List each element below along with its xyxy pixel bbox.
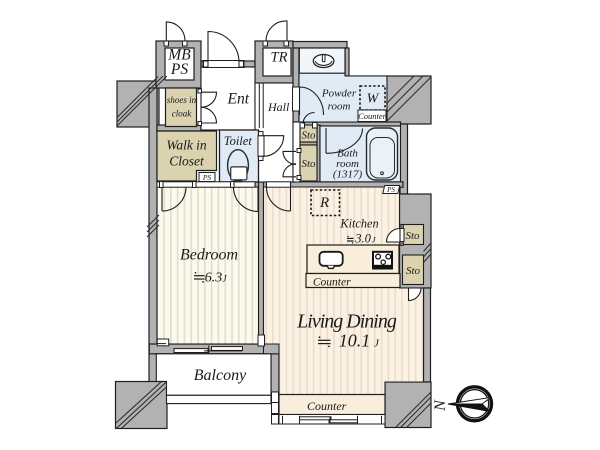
svg-text:PS: PS [386, 186, 395, 194]
svg-text:Ent: Ent [227, 91, 250, 108]
svg-text:Bedroom: Bedroom [180, 247, 238, 264]
svg-text:Kitchen: Kitchen [339, 217, 378, 231]
svg-text:(1317): (1317) [333, 169, 363, 181]
svg-text:Closet: Closet [169, 154, 205, 169]
svg-text:cloak: cloak [172, 109, 192, 119]
svg-text:PS: PS [170, 61, 188, 78]
svg-text:Bath: Bath [337, 148, 358, 160]
svg-text:Toilet: Toilet [224, 134, 253, 148]
svg-text:Balcony: Balcony [194, 367, 247, 384]
svg-text:Counter: Counter [307, 399, 347, 413]
svg-text:PS: PS [202, 173, 212, 182]
svg-text:Living Dining: Living Dining [296, 311, 397, 333]
svg-text:3.0: 3.0 [354, 231, 371, 245]
svg-text:Sto: Sto [301, 130, 316, 142]
svg-text:6.3: 6.3 [205, 271, 223, 286]
svg-text:J: J [372, 234, 377, 244]
svg-text:Walk in: Walk in [166, 138, 207, 153]
svg-text:Counter: Counter [313, 277, 351, 289]
svg-text:R: R [319, 195, 329, 211]
svg-text:shoes in: shoes in [167, 95, 197, 105]
svg-text:Sto: Sto [405, 230, 420, 242]
svg-text:Hall: Hall [267, 100, 290, 114]
svg-text:Sto: Sto [406, 265, 421, 277]
svg-text:J: J [374, 338, 380, 350]
svg-text:MB: MB [167, 47, 191, 64]
svg-text:room: room [328, 101, 351, 113]
svg-text:room: room [336, 158, 359, 170]
svg-text:W: W [367, 92, 380, 107]
svg-text:N: N [432, 399, 449, 412]
svg-text:Counter: Counter [358, 111, 387, 121]
svg-text:Sto: Sto [301, 158, 316, 170]
svg-text:J: J [222, 275, 227, 285]
svg-text:TR: TR [271, 50, 288, 66]
svg-text:Powder: Powder [321, 88, 357, 100]
svg-text:10.1: 10.1 [339, 331, 371, 351]
